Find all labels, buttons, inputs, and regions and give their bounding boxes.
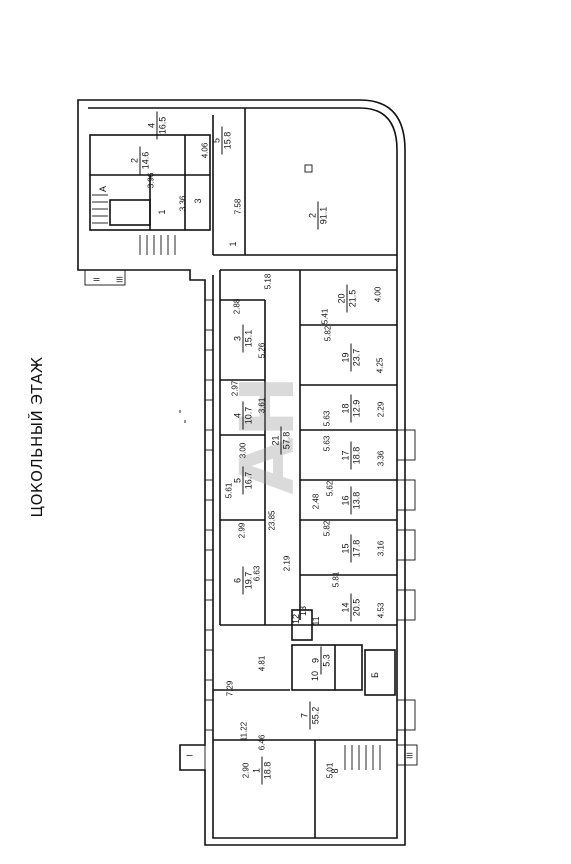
dimension-label: 6.63 (252, 565, 262, 582)
room-tag: А (98, 186, 108, 193)
stair-label: III (405, 752, 415, 759)
stair-label: III (115, 276, 125, 283)
dimension-label: 2.90 (241, 762, 251, 779)
dimension-label: 3.16 (376, 540, 386, 557)
room-number: 3 (232, 336, 243, 342)
room-number: 4 (146, 123, 157, 129)
dimension-label: 2.88 (232, 298, 242, 315)
dimension-label: 3.36 (376, 450, 386, 467)
dimension-label: 2.97 (230, 380, 240, 397)
outer-wall (77, 99, 406, 846)
room-tag: 3 (193, 198, 203, 204)
room-number: 20 (336, 293, 347, 304)
room-number: 15 (340, 543, 351, 554)
room-area: 17.8 (350, 534, 362, 563)
room-number: 21 (270, 435, 281, 446)
room-number: 5 (211, 138, 222, 144)
room-area: 23.7 (350, 343, 362, 372)
room-area: 20.5 (350, 593, 362, 622)
room-tag: 1 (228, 241, 238, 247)
dimension-label: 5.63 (322, 435, 332, 452)
room-number: 18 (340, 403, 351, 414)
room-number: 2 (129, 158, 140, 164)
dimension-label: 2.29 (376, 401, 386, 418)
dimension-label: 5.82 (322, 520, 332, 537)
room-area: 16.5 (156, 111, 168, 140)
room-tag: 1 (157, 209, 167, 215)
dimension-label: 2.48 (311, 493, 321, 510)
dimension-label: 3.96 (146, 172, 156, 189)
room-area: 13.8 (350, 486, 362, 515)
room-area: 21.5 (346, 284, 358, 313)
floor-title: ЦОКОЛЬНЫЙ ЭТАЖ (28, 356, 46, 518)
dimension-label: 2.19 (282, 555, 292, 572)
room-number: 16 (340, 495, 351, 506)
dimension-label: 7.29 (225, 680, 235, 697)
room-number: 5 (232, 478, 243, 484)
room-tag: 13 (298, 606, 308, 617)
room-area: 5.3 (320, 646, 332, 675)
dimension-label: 2.99 (237, 522, 247, 539)
room-number: 2 (307, 213, 318, 219)
room-area: 16.7 (242, 466, 254, 495)
room-area: 15.8 (221, 126, 233, 155)
room-area: 15.1 (242, 324, 254, 353)
room-number: 14 (340, 602, 351, 613)
dimension-label: 23.85 (267, 510, 277, 531)
room-area: 55.2 (309, 701, 321, 730)
dimension-label: 5.01 (325, 762, 335, 779)
room-tag: 10 (310, 671, 320, 682)
dimension-label: 3.00 (238, 442, 248, 459)
room-area: 91.1 (317, 201, 329, 230)
room-area: 12.9 (350, 394, 362, 423)
dimension-label: 6.46 (257, 734, 267, 751)
dimension-label: 5.26 (257, 342, 267, 359)
dimension-label: 5.62 (325, 480, 335, 497)
room-number: 6 (232, 578, 243, 584)
room-number: 19 (340, 352, 351, 363)
dimension-label: 4.25 (375, 357, 385, 374)
room-area: 10.7 (242, 401, 254, 430)
dimension-label: 4.53 (376, 602, 386, 619)
dimension-label: 4.81 (257, 655, 267, 672)
dimension-label: 5.18 (263, 273, 273, 290)
room-area: 18.8 (350, 441, 362, 470)
room-area: 57.8 (280, 426, 292, 455)
dimension-label: 3.61 (257, 397, 267, 414)
dimension-label: 5.81 (331, 571, 341, 588)
stair-label: I (185, 754, 195, 757)
dimension-label: 3.36 (178, 195, 188, 212)
dimension-label: 7.58 (233, 198, 243, 215)
dimension-label: 5.61 (224, 482, 234, 499)
dimension-label: 4.00 (373, 286, 383, 303)
dimension-label: 5.82 (323, 325, 333, 342)
dimension-label: 11.22 (239, 721, 249, 742)
stair-label: II (92, 277, 102, 282)
room-number: 17 (340, 450, 351, 461)
room-tag: 11 (311, 616, 321, 626)
dimension-label: 4.06 (200, 142, 210, 159)
room-number: 7 (299, 713, 310, 719)
room-tag: Б (370, 672, 380, 678)
